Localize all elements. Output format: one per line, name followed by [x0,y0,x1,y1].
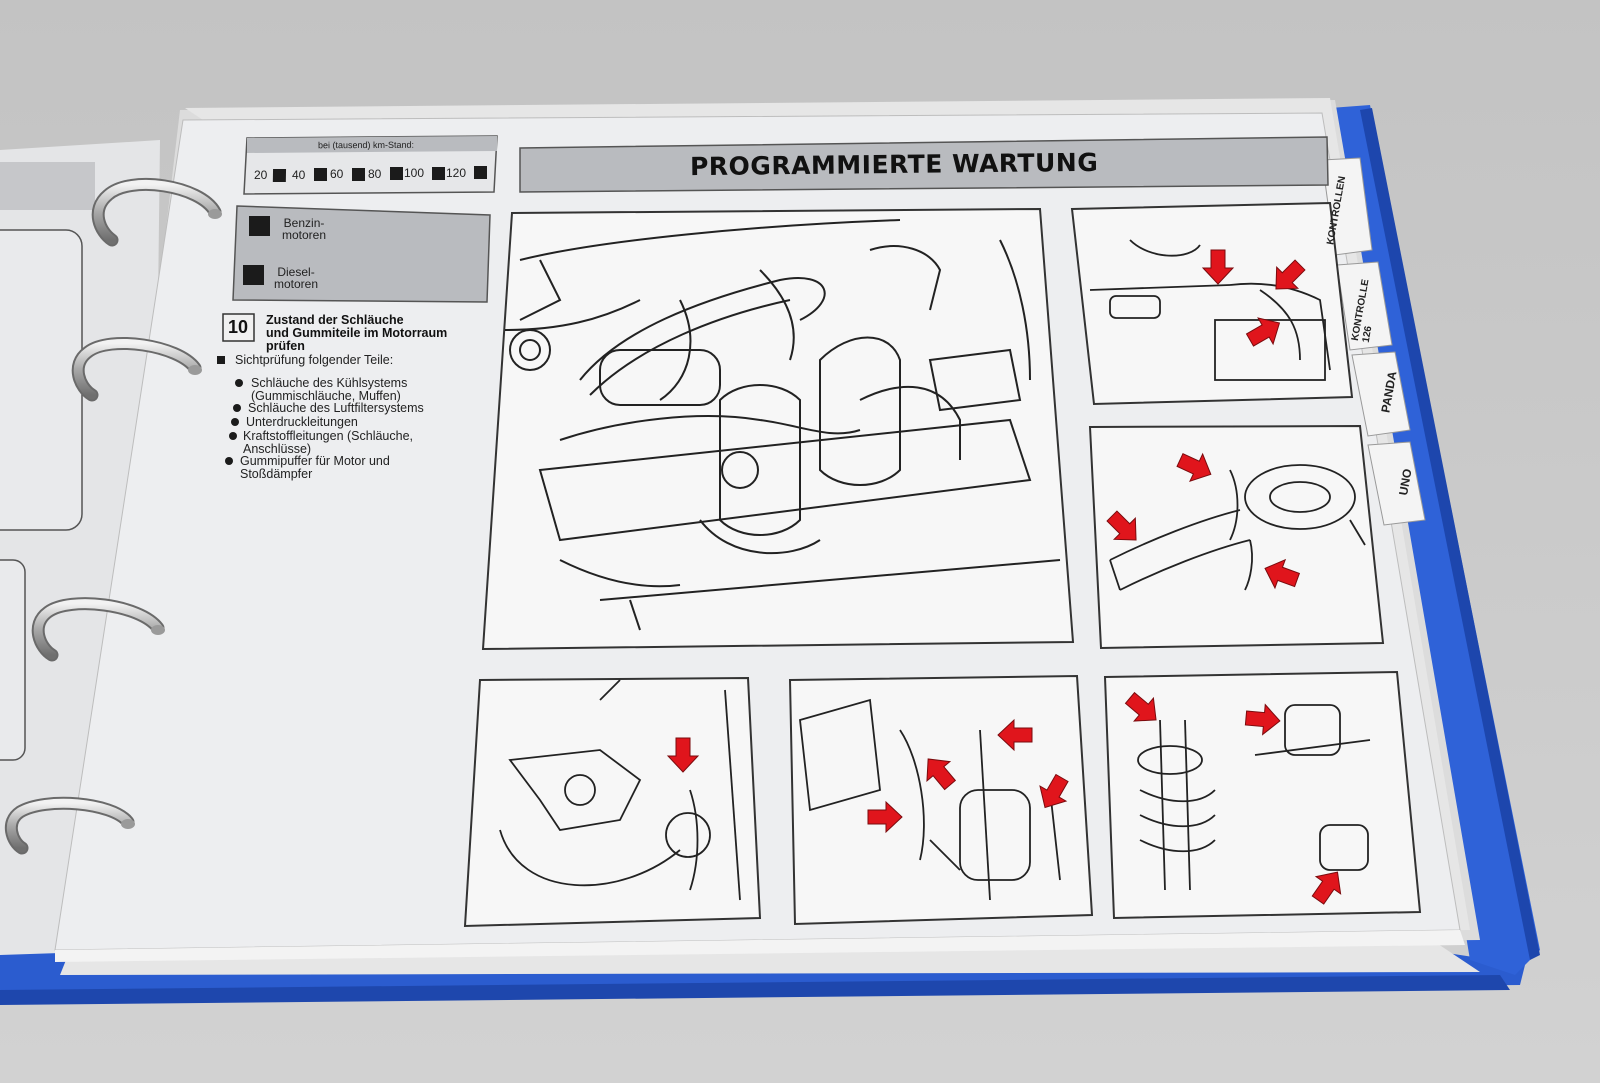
binder-rings [4,178,222,855]
ring-holes [121,209,222,829]
check-item: Gummipuffer für Motor und Stoßdämpfer [240,454,390,481]
check-item: Schläuche des Kühlsystems (Gummischläuch… [251,376,408,403]
km-value-80: 80 [368,167,382,181]
index-tabs [1321,157,1426,526]
km-value-120: 120 [446,166,467,180]
km-value-20: 20 [254,168,268,182]
km-value-60: 60 [330,167,344,181]
check-item: Kraftstoffleitungen (Schläuche, Anschlüs… [243,429,414,456]
title-bar [519,136,1329,193]
bullet-markers [217,356,243,465]
km-value-100: 100 [404,166,425,180]
legend-petrol-label: Benzin- motoren [282,216,327,242]
km-value-40: 40 [292,168,306,182]
task-number: 10 [228,317,249,337]
check-item: Schläuche des Luftfiltersystems [248,401,424,415]
page-title: PROGRAMMIERTE WARTUNG [689,147,1099,182]
km-box [243,135,498,195]
air-filter-illustration [1088,424,1385,650]
fuel-line-illustration [788,674,1094,926]
engine-bay-illustration [481,207,1075,651]
legend-diesel-label: Diesel- motoren [274,265,319,291]
task-title: Zustand der Schläuche und Gummiteile im … [266,313,448,353]
task-number-box [222,313,255,342]
rubber-mounts-illustration [1103,670,1422,920]
km-label: bei (tausend) km-Stand: [317,139,415,151]
check-item: Unterdruckleitungen [246,415,358,429]
radiator-hose-illustration [1070,201,1354,406]
legend-box [232,205,491,303]
vacuum-line-illustration [463,676,762,928]
task-intro: Sichtprüfung folgender Teile: [235,353,394,367]
